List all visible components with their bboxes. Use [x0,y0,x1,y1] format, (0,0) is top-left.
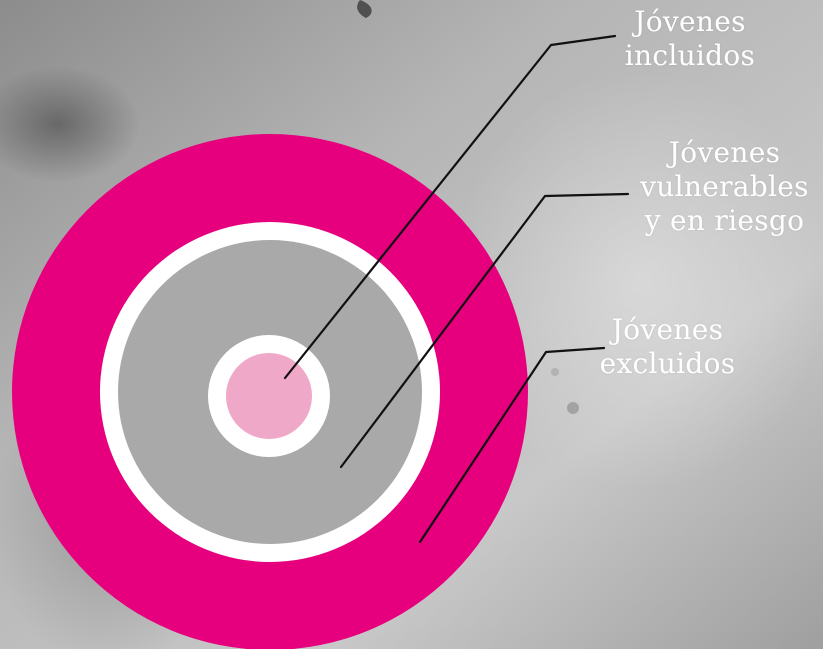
label-line: Jóvenes [634,5,746,38]
included-youth-core [226,353,312,439]
background-highlight-shape [450,70,823,490]
background-spot [551,368,559,376]
label-line: excluidos [599,347,736,380]
background-blur-shape [0,66,140,182]
label-line: Jóvenes [668,136,781,169]
label-line: Jóvenes [611,313,724,346]
vulnerable-youth-label: Jóvenes vulnerables y en riesgo [622,136,823,238]
included-leader-line [283,34,617,380]
background-dark-mark [357,0,372,18]
background-spot [567,402,579,414]
excluded-youth-label: Jóvenes excluidos [580,313,755,381]
excluded-leader-line [418,346,606,544]
label-line: incluidos [624,39,756,72]
vulnerable-leader-line [339,192,630,469]
label-line: y en riesgo [644,204,805,237]
label-line: vulnerables [640,170,809,203]
included-youth-label: Jóvenes incluidos [600,5,780,73]
